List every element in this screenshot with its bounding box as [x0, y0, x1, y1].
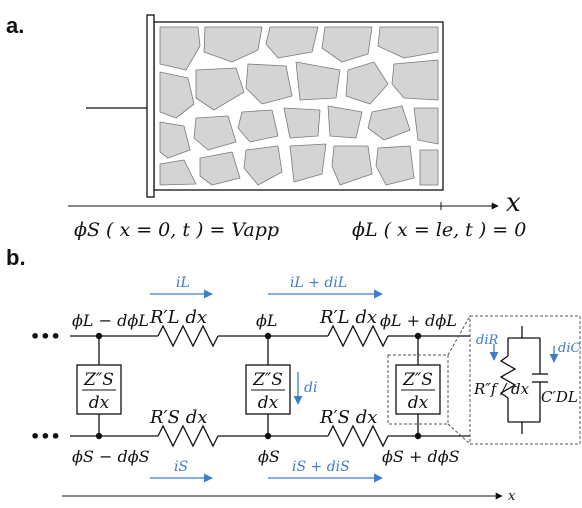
particle	[375, 145, 415, 186]
node	[95, 332, 103, 340]
label-iS-plus: iS + diS	[292, 459, 350, 475]
ellipsis-bottom-left: •••	[30, 427, 61, 446]
impedance-box-3: Z″S dx	[387, 354, 449, 425]
bc-left: ϕS ( x = 0, t ) = Vapp	[74, 219, 279, 241]
node	[95, 432, 103, 440]
ellipsis-top-left: •••	[30, 327, 61, 346]
particle	[193, 115, 237, 151]
label-diR: diR	[476, 333, 498, 348]
label-phiL-plus: ϕL + dϕL	[380, 311, 457, 330]
particle	[391, 59, 439, 101]
bc-right: ϕL ( x = le, t ) = 0	[352, 219, 526, 241]
label-RL-2: R′L dx	[319, 307, 377, 328]
particle	[159, 71, 195, 119]
particle	[237, 109, 279, 143]
impedance-highlight	[387, 354, 449, 425]
impedance-numerator: Z″S	[252, 370, 283, 390]
label-diC: diC	[558, 341, 580, 356]
particle	[199, 151, 241, 186]
resistor-RS-1	[157, 424, 219, 448]
node	[414, 432, 422, 440]
nodes	[95, 332, 422, 440]
zoom-line-bottom	[447, 423, 471, 445]
label-iL-plus: iL + diL	[290, 275, 347, 291]
branches	[98, 336, 419, 436]
particle	[243, 145, 283, 186]
electrode-particles	[159, 26, 439, 186]
label-Cdl: C′DL dx	[541, 388, 582, 406]
particle	[321, 26, 373, 63]
particle	[203, 26, 263, 63]
particle	[345, 61, 389, 105]
label-phiS-minus: ϕS − dϕS	[72, 447, 150, 466]
resistor-RS-2	[327, 424, 389, 448]
x-axis-b-label: x	[508, 489, 516, 504]
particle	[327, 105, 363, 139]
particle	[295, 61, 341, 101]
label-phiS-plus: ϕS + dϕS	[382, 447, 460, 466]
label-RL-1: R′L dx	[149, 307, 207, 328]
particle	[419, 149, 439, 186]
x-axis-a-label: x	[506, 188, 521, 218]
resistor-RL-1	[157, 324, 219, 348]
particle	[289, 143, 327, 183]
label-phiL: ϕL	[256, 311, 278, 330]
impedance-denominator: dx	[89, 393, 110, 413]
detail-box: diR diC R″f / dx C′DL dx	[469, 315, 582, 445]
impedance-box-2: Z″S dx	[245, 364, 291, 415]
panel-a-label: a.	[6, 13, 24, 38]
label-iL: iL	[176, 275, 190, 291]
label-RS-1: R′S dx	[149, 407, 207, 428]
label-iS: iS	[174, 459, 188, 475]
particle	[159, 159, 197, 186]
panel-b-label: b.	[6, 245, 26, 270]
particle	[159, 26, 201, 71]
resistor-RL-2	[327, 324, 389, 348]
bottom-rail	[70, 424, 470, 448]
particle	[265, 26, 319, 59]
particle	[367, 105, 411, 141]
label-phiS: ϕS	[258, 447, 280, 466]
top-rail	[70, 324, 470, 348]
detail-resistor	[499, 355, 517, 399]
particle	[377, 26, 439, 59]
node	[414, 332, 422, 340]
impedance-denominator: dx	[258, 393, 279, 413]
particle	[195, 67, 245, 111]
node	[264, 432, 272, 440]
particle	[331, 145, 373, 186]
label-RS-2: R′S dx	[319, 407, 377, 428]
impedance-denominator: dx	[408, 393, 429, 413]
zoom-line-top	[447, 315, 471, 356]
label-phiL-minus: ϕL − dϕL	[72, 311, 149, 330]
particle	[245, 63, 293, 105]
particle	[413, 107, 439, 145]
impedance-numerator: Z″S	[83, 370, 114, 390]
impedance-box-1: Z″S dx	[76, 364, 122, 415]
label-di: di	[304, 380, 317, 396]
porous-electrode	[86, 14, 444, 198]
particle	[283, 107, 321, 139]
current-collector	[146, 14, 155, 198]
label-Rf: R″f / dx	[473, 380, 530, 398]
impedance-numerator: Z″S	[402, 370, 433, 390]
particle	[159, 121, 191, 159]
node	[264, 332, 272, 340]
